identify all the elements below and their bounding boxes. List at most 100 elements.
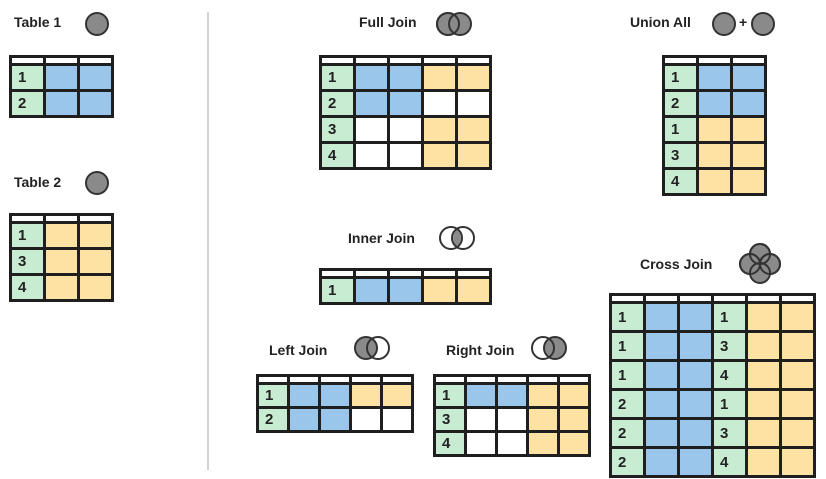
table-header-cell: [390, 271, 421, 276]
table-cell: 2: [612, 391, 643, 417]
table-header-cell: [646, 296, 677, 301]
table-cell: [321, 409, 349, 430]
table-header-cell: [424, 271, 455, 276]
table-cell: [646, 449, 677, 475]
table-cell: 1: [12, 66, 43, 89]
table-cell: 1: [259, 385, 287, 406]
table-cell: [733, 92, 764, 115]
table-cell: [458, 92, 489, 115]
table2-title: Table 2: [14, 174, 62, 190]
table-cell: [748, 449, 779, 475]
table2-circle-icon: [85, 171, 109, 195]
left-join-venn-icon: [354, 336, 390, 360]
inner-join-venn-icon: [439, 226, 475, 250]
table-cell: [424, 118, 455, 141]
table-cell: [748, 304, 779, 330]
table-cell: [458, 66, 489, 89]
table-cell: [390, 66, 421, 89]
table-cell: [680, 333, 711, 359]
table-cell: [646, 362, 677, 388]
table-cell: [560, 409, 588, 430]
table-cell: 4: [322, 144, 353, 167]
table-cell: [680, 420, 711, 446]
table-header-cell: [699, 58, 730, 63]
table-cell: 4: [436, 433, 464, 454]
right-join-title: Right Join: [446, 342, 515, 358]
table-cell: [560, 433, 588, 454]
table-header-cell: [46, 58, 77, 63]
table-cell: [424, 92, 455, 115]
table-cell: 2: [665, 92, 696, 115]
table-header-cell: [46, 216, 77, 221]
table-cell: [321, 385, 349, 406]
table-cell: 4: [714, 362, 745, 388]
table-header-cell: [748, 296, 779, 301]
cross-join-title: Cross Join: [640, 256, 713, 272]
table-cell: [748, 420, 779, 446]
table-cell: [46, 276, 77, 299]
table-cell: [383, 385, 411, 406]
table1-title: Table 1: [14, 14, 62, 30]
table-cell: [699, 144, 730, 167]
table-header-cell: [322, 58, 353, 63]
table-cell: [356, 144, 387, 167]
table-cell: 4: [12, 276, 43, 299]
table-cell: [390, 118, 421, 141]
full-join-venn-icon: [436, 12, 472, 36]
table-cell: 4: [665, 170, 696, 193]
table-cell: 2: [612, 420, 643, 446]
table-header-cell: [383, 377, 411, 382]
table-cell: [646, 391, 677, 417]
table-cell: [383, 409, 411, 430]
table-header-cell: [80, 216, 111, 221]
table-cell: [782, 304, 813, 330]
table-cell: [699, 66, 730, 89]
table-header-cell: [458, 271, 489, 276]
table-cell: 1: [612, 304, 643, 330]
table-cell: [80, 250, 111, 273]
table-cell: 2: [612, 449, 643, 475]
table-cell: 1: [714, 391, 745, 417]
table-cell: 1: [436, 385, 464, 406]
table-cell: [782, 362, 813, 388]
left-join-title: Left Join: [269, 342, 328, 358]
table-cell: [290, 385, 318, 406]
table-header-cell: [467, 377, 495, 382]
table-cell: [498, 385, 526, 406]
table-header-cell: [12, 58, 43, 63]
table-cell: [458, 279, 489, 302]
table-cell: [733, 66, 764, 89]
table-header-cell: [498, 377, 526, 382]
table-cell: 1: [322, 279, 353, 302]
table-header-cell: [259, 377, 287, 382]
table-cell: [699, 170, 730, 193]
table-cell: [390, 279, 421, 302]
table-cell: [498, 409, 526, 430]
table-cell: 2: [322, 92, 353, 115]
table-cell: [356, 118, 387, 141]
table-header-cell: [290, 377, 318, 382]
full-join-title: Full Join: [359, 14, 417, 30]
section-divider: [207, 12, 209, 470]
table-cell: [782, 333, 813, 359]
table-cell: [46, 92, 77, 115]
table-cell: 3: [12, 250, 43, 273]
table-cell: 4: [714, 449, 745, 475]
union-plus-sign: +: [739, 14, 748, 30]
table-cell: [646, 420, 677, 446]
table-cell: 1: [612, 362, 643, 388]
table-cell: [458, 118, 489, 141]
table-cell: [352, 409, 380, 430]
table-cell: [424, 66, 455, 89]
table-cell: [356, 92, 387, 115]
table-cell: [680, 362, 711, 388]
table1-circle-icon: [85, 12, 109, 36]
table-cell: [424, 279, 455, 302]
table-cell: [352, 385, 380, 406]
table-cell: 1: [665, 66, 696, 89]
